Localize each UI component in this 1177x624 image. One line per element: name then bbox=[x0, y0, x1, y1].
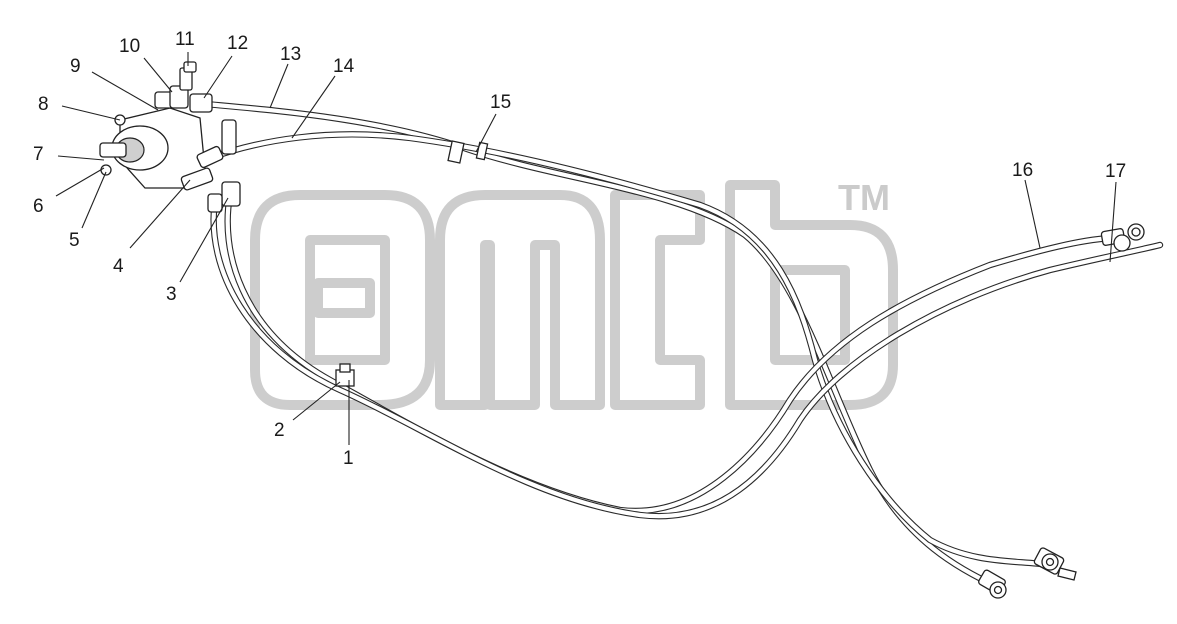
valve-assembly bbox=[99, 61, 241, 213]
clamp-1-2b bbox=[339, 363, 351, 373]
leader-6 bbox=[55, 167, 105, 197]
watermark-tm: TM bbox=[838, 177, 890, 218]
callout-5: 5 bbox=[69, 230, 80, 251]
watermark-shape-4 bbox=[610, 190, 705, 410]
leader-3 bbox=[179, 197, 229, 283]
fitting-11-cap bbox=[183, 61, 197, 73]
leader-10 bbox=[143, 57, 173, 93]
watermark-shape-3 bbox=[435, 190, 605, 410]
fitting-10 bbox=[169, 85, 189, 109]
callout-9: 9 bbox=[70, 56, 81, 77]
hose-3b-loop bbox=[210, 196, 1164, 520]
valve-stem bbox=[99, 142, 127, 158]
valve-nut-5 bbox=[100, 164, 112, 176]
callout-7: 7 bbox=[33, 144, 44, 165]
callout-13: 13 bbox=[280, 44, 301, 65]
leader-15 bbox=[475, 113, 497, 153]
leader-2 bbox=[292, 381, 341, 421]
callout-16: 16 bbox=[1012, 160, 1033, 181]
watermark-shape-5 bbox=[725, 180, 898, 410]
callout-3: 3 bbox=[166, 284, 177, 305]
hoses bbox=[201, 100, 1164, 592]
callout-17: 17 bbox=[1105, 161, 1126, 182]
end-fitting-lower-left bbox=[978, 569, 1007, 599]
callout-6: 6 bbox=[33, 196, 44, 217]
watermark-shape-2 bbox=[313, 278, 375, 318]
fitting-14-end bbox=[196, 145, 224, 169]
callout-14: 14 bbox=[333, 56, 355, 77]
end-fitting-17 bbox=[1100, 223, 1145, 252]
hose-14 bbox=[206, 131, 1052, 569]
leader-7 bbox=[57, 155, 105, 161]
callout-12: 12 bbox=[227, 33, 248, 54]
end-fitting-lower-right bbox=[1033, 547, 1077, 581]
fitting-3 bbox=[221, 181, 241, 207]
leader-12 bbox=[203, 55, 233, 99]
fitting-4 bbox=[180, 167, 214, 191]
callout-4: 4 bbox=[113, 256, 124, 277]
fitting-12 bbox=[189, 93, 213, 113]
fitting-3b bbox=[207, 193, 223, 213]
leader-lines bbox=[55, 52, 1117, 445]
leader-8 bbox=[61, 105, 121, 121]
clip-15 bbox=[447, 140, 465, 164]
leader-9 bbox=[91, 71, 159, 111]
leader-4 bbox=[129, 179, 191, 249]
leader-14 bbox=[291, 75, 336, 139]
leader-17 bbox=[1109, 181, 1117, 263]
leader-16 bbox=[1024, 179, 1041, 249]
leader-5 bbox=[81, 171, 107, 229]
callout-labels: 1 2 3 4 5 6 7 8 9 10 11 12 13 14 15 16 1… bbox=[33, 29, 1126, 469]
callout-15: 15 bbox=[490, 92, 511, 113]
fitting-12b bbox=[221, 119, 237, 155]
leader-13 bbox=[269, 63, 289, 109]
callout-1: 1 bbox=[343, 448, 354, 469]
callout-8: 8 bbox=[38, 94, 49, 115]
callout-11: 11 bbox=[175, 29, 195, 50]
callout-10: 10 bbox=[119, 36, 140, 57]
hose-3-loop bbox=[224, 191, 1114, 515]
fittings bbox=[335, 140, 1145, 599]
callout-2: 2 bbox=[274, 420, 285, 441]
